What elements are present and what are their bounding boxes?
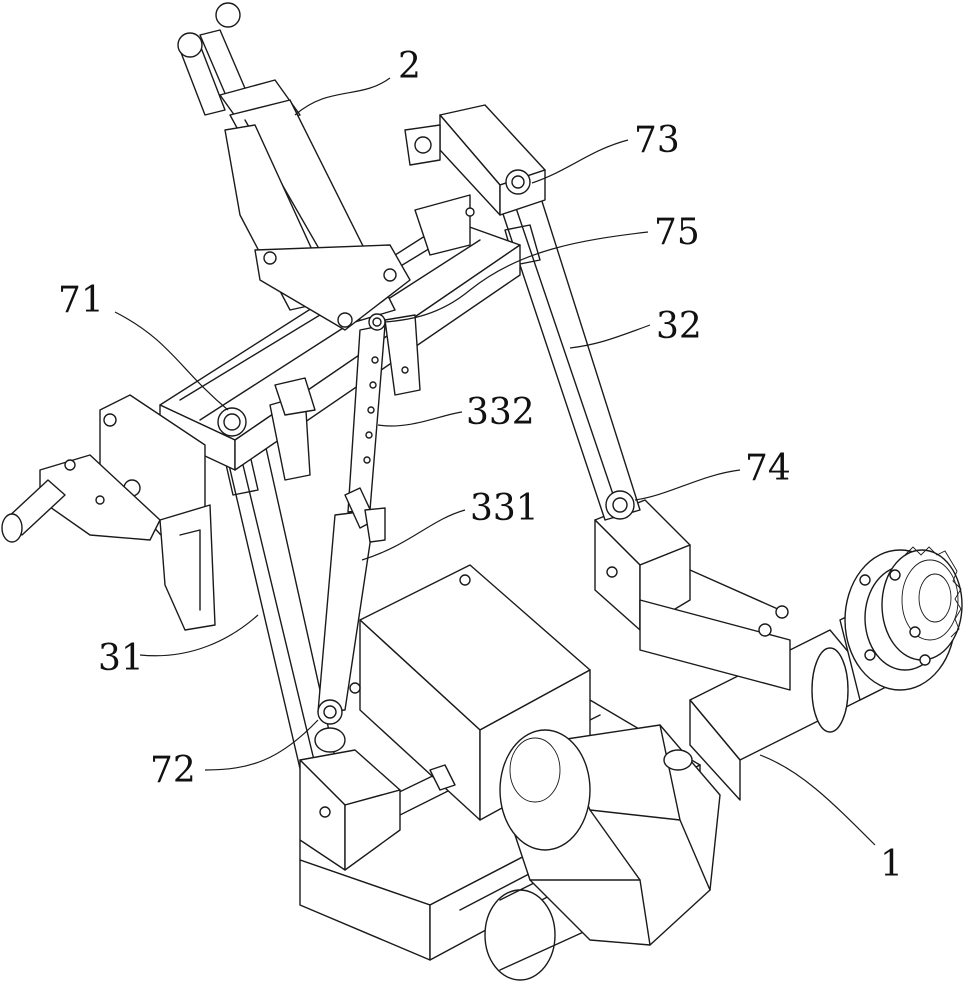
right-leg	[499, 194, 641, 521]
leader-2	[294, 77, 391, 116]
leader-74	[634, 469, 741, 501]
motor-box	[349, 564, 591, 821]
pivot-pin-74	[605, 490, 635, 520]
label-2: 2	[398, 46, 421, 87]
pivot-pin-73	[505, 169, 531, 195]
pivot-pin-75	[368, 313, 386, 331]
label-32: 32	[656, 306, 702, 347]
leader-75	[384, 231, 649, 323]
label-72: 72	[150, 750, 196, 791]
hub-sprocket	[844, 546, 963, 691]
gearbox	[499, 724, 721, 946]
label-74: 74	[745, 448, 791, 489]
leader-332	[377, 411, 463, 427]
left-mount-plate	[1, 377, 316, 631]
pivot-pin-72	[314, 699, 346, 753]
right-lower-block	[594, 499, 791, 691]
label-331: 331	[470, 488, 539, 529]
leader-72	[204, 719, 319, 771]
label-31: 31	[98, 638, 144, 679]
center-clamp-plate	[254, 244, 421, 396]
telescopic-strut	[317, 324, 386, 713]
leader-73	[531, 139, 629, 184]
label-73: 73	[634, 120, 680, 161]
left-lower-block	[299, 749, 401, 871]
leader-31	[139, 614, 259, 657]
pivot-pin-71	[217, 407, 247, 437]
leader-32	[569, 324, 651, 349]
label-1: 1	[880, 844, 903, 885]
leader-331	[361, 509, 466, 561]
label-71: 71	[58, 280, 104, 321]
leader-1	[759, 754, 876, 846]
leader-71	[114, 311, 229, 411]
label-75: 75	[654, 212, 700, 253]
label-332: 332	[466, 392, 535, 433]
